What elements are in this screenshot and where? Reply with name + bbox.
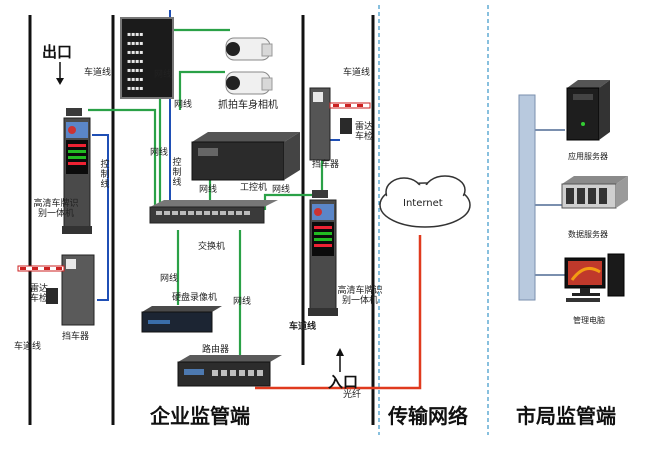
ipc-label: 工控机 [240, 183, 268, 193]
net-label-6: 网线 [233, 297, 252, 307]
region-transmission: 传输网络 [388, 404, 468, 428]
exit-label: 出口 [42, 43, 73, 61]
left-plate-unit [62, 108, 92, 234]
internet-cloud [379, 175, 471, 228]
fiber-line [255, 235, 422, 390]
ctrl-label-mid: 控制线 [172, 158, 182, 188]
data-server-label: 数据服务器 [568, 230, 608, 239]
net-label-4: 网线 [272, 185, 291, 195]
left-barrier-gate [17, 254, 95, 326]
net-label-2: 网线 [150, 148, 169, 158]
ctrl-label-left: 控制线 [100, 160, 110, 190]
lane-label-bottom-left: 车道线 [14, 342, 42, 352]
app-server-label: 应用服务器 [568, 152, 608, 161]
server-bus [518, 94, 536, 301]
pc-label: 管理电脑 [573, 316, 605, 325]
app-server [566, 80, 610, 141]
data-server [561, 176, 628, 209]
capture-camera-label: 抓拍车身相机 [218, 100, 278, 111]
right-barrier-gate [309, 87, 371, 161]
management-pc [564, 253, 625, 302]
router-device [177, 355, 282, 387]
lane-label-top-right: 车道线 [343, 68, 371, 78]
net-label-1: 网线 [174, 100, 193, 110]
net-label-3: 网线 [199, 185, 218, 195]
entrance-arrowhead [336, 348, 344, 356]
internet-label: Internet [403, 198, 443, 209]
switch-label: 交换机 [198, 242, 226, 252]
led-board-text: ▪▪▪▪▪▪▪▪▪▪▪▪▪▪▪▪▪▪▪▪▪▪▪▪▪▪▪▪ [127, 31, 144, 92]
nvr-device [141, 306, 222, 333]
nvr-label: 硬盘录像机 [172, 293, 218, 303]
left-unit-label: 高清车牌识别一体机 [33, 199, 79, 219]
left-barrier-label: 挡车器 [62, 332, 90, 342]
capture-camera-2 [225, 71, 273, 95]
region-enterprise: 企业监管端 [150, 404, 250, 428]
region-bureau: 市局监管端 [516, 404, 616, 428]
exit-arrowhead [56, 78, 64, 85]
right-unit-label: 高清车牌识别一体机 [337, 286, 383, 306]
left-radar-label: 雷达车检 [30, 284, 49, 304]
entrance-label: 入口 [328, 373, 359, 391]
network-switch [149, 200, 278, 224]
capture-camera-1 [225, 37, 273, 61]
net-label-5: 网线 [160, 274, 179, 284]
router-label: 路由器 [202, 345, 230, 355]
lane-label-top-left: 车道线 [84, 68, 112, 78]
right-radar-label: 雷达车检 [355, 122, 374, 142]
right-barrier-label: 挡车器 [312, 160, 340, 170]
industrial-pc [191, 132, 300, 181]
fiber-label: 光纤 [343, 390, 362, 400]
net-label-7: 网线 [154, 70, 173, 80]
right-plate-unit [308, 190, 338, 316]
lane-label-bottom-mid: 车道线 [289, 322, 317, 332]
led-board [120, 17, 174, 99]
